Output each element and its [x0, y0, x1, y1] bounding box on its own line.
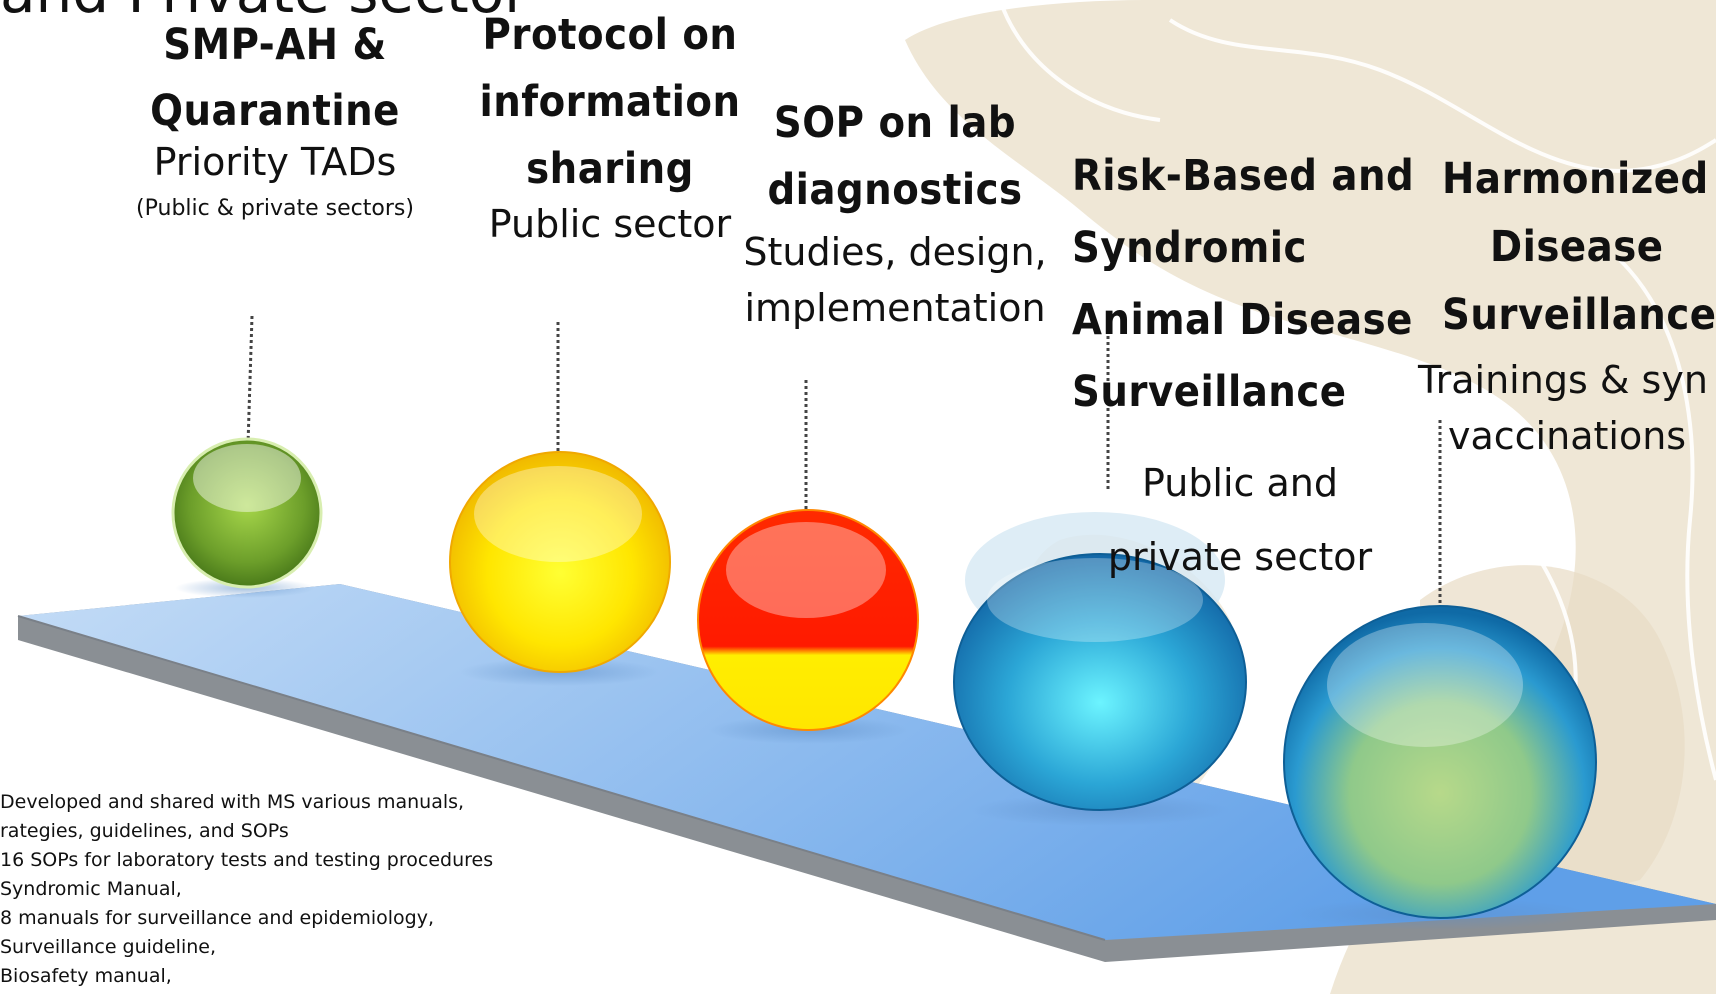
heading-line: Harmonized	[1442, 154, 1709, 204]
subtitle-line: Trainings & syn	[1418, 358, 1708, 402]
ball-red-yellow	[697, 509, 919, 731]
milestone-1-subtitle: Priority TADs	[153, 140, 397, 184]
heading-line: diagnostics	[767, 165, 1023, 215]
map-border-line	[1168, 18, 1716, 173]
heading-line: SOP on lab	[773, 98, 1017, 148]
milestone-1-heading: SMP-AH & Quarantine	[100, 12, 450, 144]
ball-green	[171, 437, 323, 589]
milestone-4-heading: Risk-Based and Syndromic Animal Disease …	[1072, 140, 1415, 428]
heading-line: Protocol on	[482, 10, 738, 60]
heading-line: sharing	[526, 144, 694, 194]
notes-item: Surveillance guideline,	[0, 936, 217, 958]
notes-list: Developed and shared with MS various man…	[0, 788, 493, 991]
subtitle-line: Studies, design,	[743, 230, 1047, 274]
heading-line: Risk-Based and	[1072, 151, 1415, 201]
subtitle-line: vaccinations	[1448, 414, 1687, 458]
subtitle-line: Public and	[1141, 461, 1339, 505]
ball-blue-green	[1283, 605, 1597, 919]
milestone-3-heading: SOP on lab diagnostics	[740, 90, 1050, 224]
notes-item: rategies, guidelines, and SOPs	[0, 820, 289, 842]
cut-title: and Private sector	[0, 0, 700, 26]
milestone-2-heading: Protocol on information sharing	[440, 2, 780, 203]
heading-line: SMP-AH &	[163, 20, 387, 70]
milestone-4-subtitle: Public and private sector	[1090, 446, 1390, 594]
subtitle-line: private sector	[1107, 535, 1373, 579]
milestone-5-heading: Harmonized Disease Surveillance	[1430, 145, 1716, 349]
notes-item: 8 manuals for surveillance and epidemiol…	[0, 907, 434, 929]
milestone-3-subtitle: Studies, design, implementation	[730, 224, 1060, 336]
heading-line: Surveillance	[1442, 290, 1716, 340]
ball-blue	[953, 512, 1247, 811]
notes-item: Biosafety manual,	[0, 965, 172, 987]
heading-line: Surveillance	[1072, 367, 1347, 417]
notes-item: 16 SOPs for laboratory tests and testing…	[0, 849, 494, 871]
heading-line: information	[479, 77, 741, 127]
map-border-line-4	[998, 0, 1161, 122]
milestone-2-subtitle: Public sector	[488, 202, 732, 246]
ball-yellow	[449, 451, 671, 673]
notes-item: Developed and shared with MS various man…	[0, 791, 465, 813]
map-border-line-3	[1618, 258, 1716, 781]
milestone-5-subtitle: Trainings & syn vaccinations	[1418, 352, 1716, 464]
heading-line: Quarantine	[150, 86, 400, 136]
milestone-1-note: (Public & private sectors)	[136, 196, 414, 221]
subtitle-line: implementation	[744, 286, 1046, 330]
heading-line: Disease	[1490, 222, 1664, 272]
plank-front-edge	[17, 615, 1106, 941]
heading-line: Syndromic	[1072, 223, 1307, 273]
heading-line: Animal Disease	[1072, 295, 1413, 345]
notes-item: Syndromic Manual,	[0, 878, 182, 900]
connector-line-1	[246, 315, 254, 445]
plank-top	[18, 584, 1716, 940]
